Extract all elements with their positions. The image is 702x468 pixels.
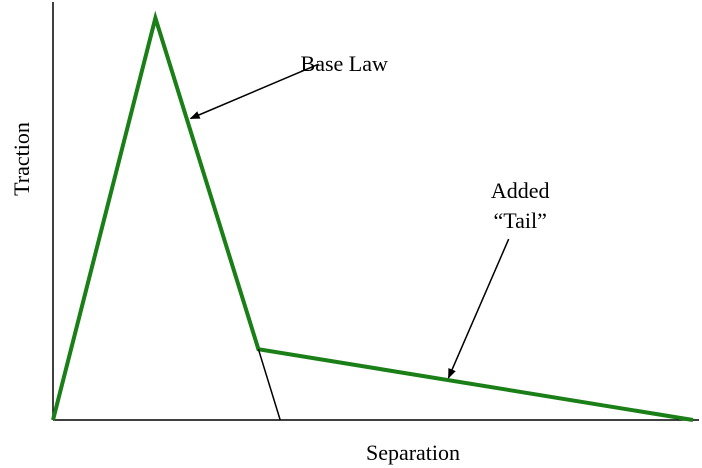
annotation-label: Added: [491, 178, 550, 203]
y-axis-label: Traction: [9, 122, 34, 196]
base-law-continuation-line: [257, 348, 281, 421]
axes: [52, 2, 699, 421]
annotation-label: Base Law: [301, 51, 388, 76]
series-group: [51, 10, 694, 422]
x-axis-label: Separation: [366, 440, 460, 465]
annotation-arrow: [447, 238, 510, 379]
annotation-label: “Tail”: [493, 208, 546, 233]
traction-law-line: [51, 10, 694, 422]
annotation-arrow: [189, 63, 319, 120]
